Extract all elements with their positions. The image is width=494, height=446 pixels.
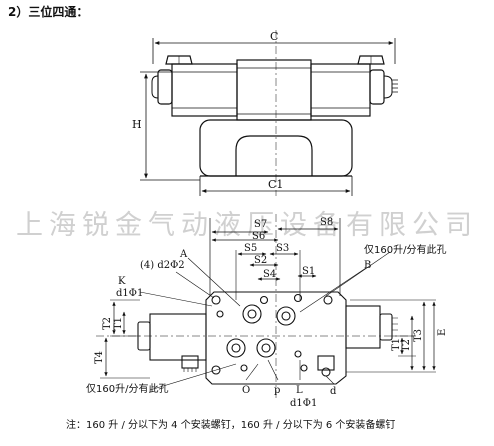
- d1-hole-label-bottom: d1Φ1: [290, 398, 317, 409]
- valve-center-body: [236, 59, 312, 121]
- dim-s3-label: S3: [276, 243, 289, 254]
- note-160-top: 仅160升/分有此孔: [364, 243, 446, 256]
- mount-hole-bl: [211, 365, 221, 375]
- dim-h-label: H: [132, 118, 142, 131]
- dim-t3-label: T3: [413, 329, 424, 342]
- dim-t1-left-label: T1: [113, 317, 124, 330]
- left-solenoid-cap: [157, 69, 173, 105]
- right-coil-bottom: [345, 305, 381, 349]
- dim-s8-label: S8: [320, 217, 333, 228]
- port-p: [256, 338, 276, 358]
- dim-s4-label: S4: [263, 269, 276, 280]
- port-a-label: A: [179, 249, 188, 260]
- d2-hole-label: (4) d2Φ2: [140, 260, 185, 271]
- dim-e-label: E: [437, 329, 448, 336]
- section-heading: 2）三位四通：: [8, 5, 89, 19]
- dim-t1-right-label: T1: [391, 338, 402, 351]
- d-label: d: [330, 386, 337, 397]
- company-watermark: 上海锐金气动液压设备有限公司: [16, 210, 478, 241]
- dim-s6-label: S6: [252, 231, 265, 242]
- base-plate-arch: [235, 135, 313, 176]
- mount-hole-br: [321, 367, 331, 377]
- port-o: [226, 338, 246, 358]
- footnote: 注：160 升 / 分以下为 4 个安装螺钉，160 升 / 分以下为 6 个安…: [66, 420, 396, 431]
- port-l-label: L: [296, 385, 303, 396]
- bottom-view: [96, 214, 436, 400]
- right-solenoid-cap: [369, 69, 385, 105]
- mount-hole-tr: [323, 295, 333, 305]
- left-coil-connector: [181, 355, 199, 369]
- dim-s1-label: S1: [302, 266, 315, 277]
- dim-s5-label: S5: [244, 243, 257, 254]
- port-b-label: B: [364, 260, 371, 271]
- mount-hole-tl: [211, 295, 221, 305]
- dim-t2-left-label: T2: [102, 317, 113, 330]
- dim-t2-right-label: T2: [401, 339, 412, 352]
- dim-c-label: C: [270, 30, 278, 43]
- d1-hole-label: d1Φ1: [116, 288, 143, 299]
- right-coil-connector: [317, 355, 335, 371]
- left-coil-bottom: [149, 313, 207, 361]
- k-label: K: [118, 276, 126, 287]
- dim-c1-label: C1: [268, 178, 283, 191]
- dim-s2-label: S2: [254, 255, 267, 266]
- top-view: [140, 30, 398, 196]
- valve-mounting-face: [205, 291, 347, 385]
- note-160-bottom: 仅160升/分有此孔: [86, 382, 168, 395]
- port-a: [242, 304, 262, 324]
- dim-s7-label: S7: [254, 219, 267, 230]
- port-o-label: O: [242, 385, 250, 396]
- port-p-label: p: [274, 385, 280, 396]
- port-b: [276, 306, 296, 326]
- dim-t4-label: T4: [94, 351, 105, 364]
